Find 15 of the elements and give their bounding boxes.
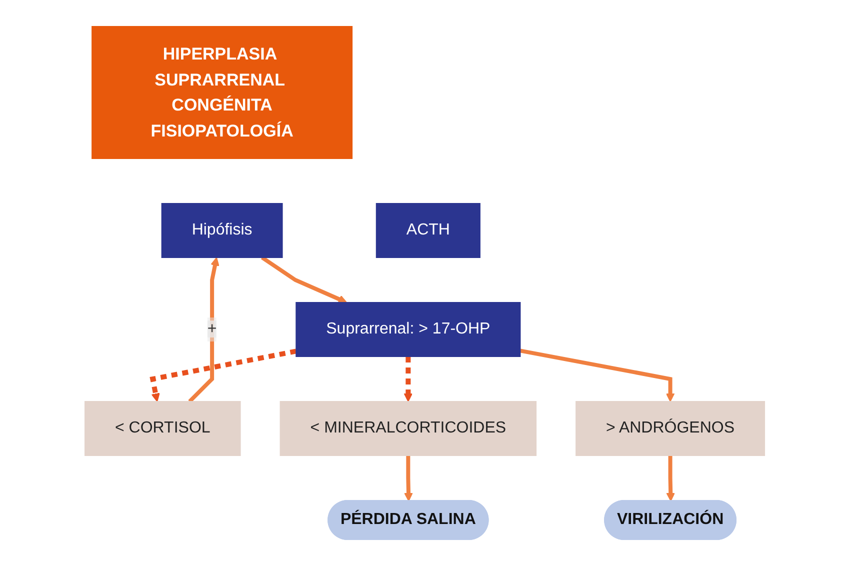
node-box: Hipófisis bbox=[162, 203, 284, 258]
arrow bbox=[520, 348, 675, 402]
edge-label: + bbox=[208, 320, 217, 338]
node-box: < MINERALCORTICOIDES bbox=[280, 401, 537, 456]
arrow bbox=[188, 257, 220, 403]
node-box: ACTH bbox=[376, 203, 481, 258]
node-box: Suprarrenal: > 17-OHP bbox=[296, 302, 521, 357]
node-box: > ANDRÓGENOS bbox=[576, 401, 766, 456]
node-box: < CORTISOL bbox=[84, 401, 242, 456]
arrow bbox=[150, 348, 297, 402]
arrow bbox=[404, 356, 413, 402]
node-box: HIPERPLASIA SUPRARRENAL CONGÉNITA FISIOPATOLOGÍA bbox=[92, 26, 353, 159]
arrow bbox=[261, 256, 348, 304]
arrow bbox=[404, 456, 414, 502]
arrow bbox=[666, 456, 676, 502]
